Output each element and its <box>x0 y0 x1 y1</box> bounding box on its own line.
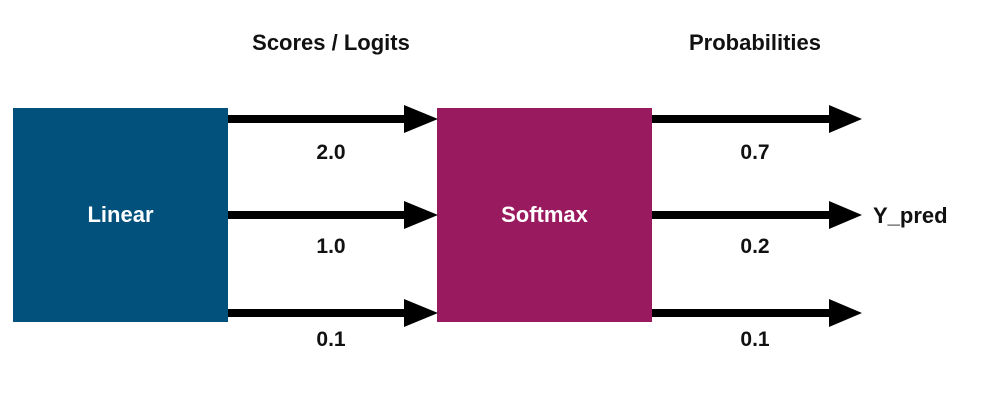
probability-arrow-1 <box>652 105 862 133</box>
softmax-block-label: Softmax <box>501 202 588 227</box>
probability-arrow-3 <box>652 299 862 327</box>
probabilities-header: Probabilities <box>688 30 822 55</box>
logit-value-1: 2.0 <box>316 141 346 164</box>
y-pred-label: Y_pred <box>873 203 948 228</box>
scores-logits-header: Scores / Logits <box>252 30 410 55</box>
probability-arrow-2 <box>652 201 862 229</box>
softmax-block: Softmax <box>437 108 652 322</box>
logit-value-3: 0.1 <box>316 328 346 351</box>
logit-value-2: 1.0 <box>316 235 346 258</box>
probability-value-2: 0.2 <box>740 235 770 258</box>
probability-value-1: 0.7 <box>740 141 770 164</box>
probability-value-3: 0.1 <box>740 328 770 351</box>
logit-arrow-2 <box>228 201 438 229</box>
logit-arrow-1 <box>228 105 438 133</box>
logit-arrow-3 <box>228 299 438 327</box>
linear-block: Linear <box>13 108 228 322</box>
linear-block-label: Linear <box>87 202 154 227</box>
